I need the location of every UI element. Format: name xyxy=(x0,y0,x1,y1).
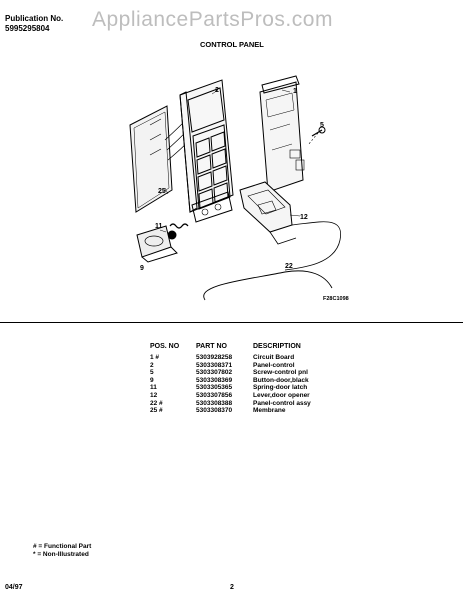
section-divider xyxy=(0,322,463,323)
part-number-cell: 5303307802 xyxy=(196,369,233,377)
table-row: 1 # 5303928258 Circuit Board xyxy=(150,354,363,362)
callout-5: 5 xyxy=(320,122,324,129)
description-cell: Panel-control assy xyxy=(253,399,311,407)
footer-page-number: 2 xyxy=(230,584,234,591)
pos-cell: 22 # xyxy=(150,399,163,407)
part-number-cell: 5303308388 xyxy=(196,399,233,407)
watermark: AppliancePartsPros.com xyxy=(92,8,333,31)
publication-number: 5995295804 xyxy=(5,24,50,33)
figure-code: F28C1098 xyxy=(323,296,349,302)
callout-11: 11 xyxy=(155,223,163,230)
exploded-parts-diagram: 2 1 5 12 25 11 9 22 F28C1098 xyxy=(129,75,349,302)
pos-cell: 11 xyxy=(150,384,157,392)
footer-date: 04/97 xyxy=(5,584,23,591)
part-number-cell: 5303308370 xyxy=(196,407,233,415)
description-cell: Circuit Board xyxy=(253,354,295,361)
pos-cell: 9 xyxy=(150,376,154,384)
parts-table: POS. NO PART NO DESCRIPTION 1 # 53039282… xyxy=(150,343,363,415)
description-cell: Panel-control xyxy=(253,361,295,369)
header-pos-no: POS. NO xyxy=(150,343,180,350)
callout-9: 9 xyxy=(140,265,144,272)
callout-25: 25 xyxy=(158,188,166,195)
table-row: 5 5303307802 Screw-control pnl xyxy=(150,369,363,377)
part-number-cell: 5303308369 xyxy=(196,376,233,384)
pos-cell: 25 # xyxy=(150,407,163,415)
parts-table-header: POS. NO PART NO DESCRIPTION xyxy=(150,343,363,354)
part-number-cell: 5303308371 xyxy=(196,361,233,369)
legend-non-illustrated: * = Non-Illustrated xyxy=(33,551,89,558)
door-lever-part xyxy=(239,181,297,245)
header-description: DESCRIPTION xyxy=(253,343,301,350)
header-part-no: PART NO xyxy=(196,343,227,350)
table-row: 25 # 5303308370 Membrane xyxy=(150,407,363,415)
table-row: 12 5303307856 Lever,door opener xyxy=(150,392,363,400)
screw-part xyxy=(307,126,326,146)
control-panel-part xyxy=(179,79,234,223)
door-button-part xyxy=(136,225,178,263)
table-row: 2 5303308371 Panel-control xyxy=(150,362,363,370)
description-cell: Button-door,black xyxy=(253,376,309,384)
pos-cell: 2 xyxy=(150,361,154,369)
legend: # = Functional Part * = Non-Illustrated xyxy=(33,543,91,559)
part-number-cell: 5303928258 xyxy=(196,354,233,361)
pos-cell: 1 # xyxy=(150,354,160,361)
section-title: CONTROL PANEL xyxy=(200,40,264,49)
membrane-part xyxy=(129,105,173,213)
part-number-cell: 5303307856 xyxy=(196,391,233,399)
part-number-cell: 5303305365 xyxy=(196,384,233,392)
door-latch-spring-part xyxy=(167,223,189,240)
description-cell: Screw-control pnl xyxy=(253,369,308,377)
callout-12: 12 xyxy=(300,214,308,221)
description-cell: Spring-door latch xyxy=(253,384,308,392)
table-row: 9 5303308369 Button-door,black xyxy=(150,377,363,385)
callout-2: 2 xyxy=(215,87,219,94)
callout-22: 22 xyxy=(285,263,293,270)
table-row: 22 # 5303308388 Panel-control assy xyxy=(150,400,363,408)
description-cell: Lever,door opener xyxy=(253,391,310,399)
table-row: 11 5303305365 Spring-door latch xyxy=(150,384,363,392)
description-cell: Membrane xyxy=(253,407,286,415)
circuit-board-part xyxy=(259,75,305,193)
pos-cell: 5 xyxy=(150,369,154,377)
pos-cell: 12 xyxy=(150,391,158,399)
legend-functional: # = Functional Part xyxy=(33,543,92,550)
publication-label: Publication No. xyxy=(5,14,64,23)
callout-1: 1 xyxy=(293,88,297,95)
